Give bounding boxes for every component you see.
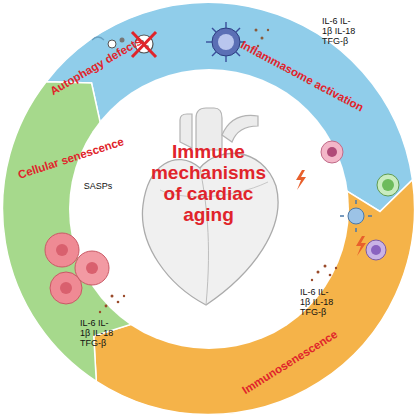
cytokine-list: IL-6 IL-1β IL-18 TFG-β xyxy=(80,318,114,348)
autophagosome-symbol xyxy=(108,32,156,57)
senescent-cells xyxy=(45,233,125,313)
inflammasome-symbol xyxy=(92,22,269,62)
cytokine-list: IL-6 IL-1β IL-18 TFG-β xyxy=(322,16,356,46)
sasp-label: SASPs xyxy=(76,181,120,191)
immune-cells xyxy=(296,141,399,281)
center-title: Immune mechanisms of cardiac aging xyxy=(146,141,271,225)
cytokine-list: IL-6 IL-1β IL-18 TFG-β xyxy=(300,287,334,317)
heart-illustration xyxy=(142,108,278,305)
circle-shape xyxy=(69,69,349,349)
